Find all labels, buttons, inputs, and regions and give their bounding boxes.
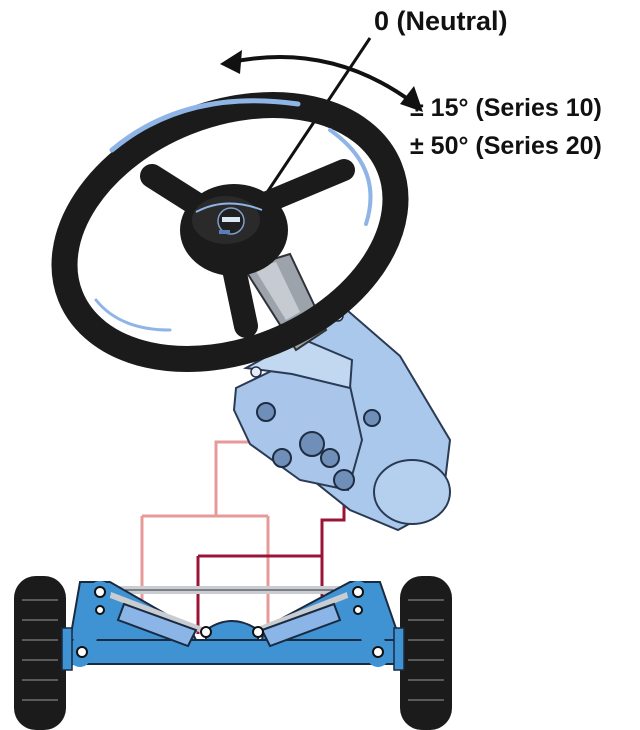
pivot-pin bbox=[353, 605, 363, 615]
pivot-pin bbox=[200, 626, 212, 638]
series-10-label: ± 15° (Series 10) bbox=[410, 94, 602, 122]
hydraulic-cylinder-left bbox=[106, 591, 204, 648]
pivot-pin bbox=[352, 586, 364, 598]
steering-unit bbox=[232, 302, 452, 532]
port-circle bbox=[320, 448, 340, 468]
pivot-pin bbox=[252, 626, 264, 638]
port-circle bbox=[256, 402, 276, 422]
pivot-pin bbox=[94, 586, 106, 598]
port-circle bbox=[363, 409, 381, 427]
port-circle bbox=[333, 469, 355, 491]
curved-double-arrow-icon bbox=[220, 50, 423, 112]
eaton-logo-icon bbox=[217, 207, 245, 235]
pivot-pin bbox=[372, 646, 384, 658]
port-circle bbox=[299, 431, 325, 457]
axle-assembly bbox=[68, 581, 402, 667]
pivot-pin bbox=[76, 646, 88, 658]
neutral-label: 0 (Neutral) bbox=[374, 6, 508, 36]
bolt-circle bbox=[250, 366, 262, 378]
tire-left bbox=[14, 576, 73, 730]
pivot-pin bbox=[95, 605, 105, 615]
steering-wheel bbox=[51, 92, 409, 372]
hydraulic-cylinder-right bbox=[256, 591, 352, 648]
tire-right bbox=[393, 576, 452, 730]
series-20-label: ± 50° (Series 20) bbox=[410, 132, 602, 160]
port-circle bbox=[272, 448, 292, 468]
